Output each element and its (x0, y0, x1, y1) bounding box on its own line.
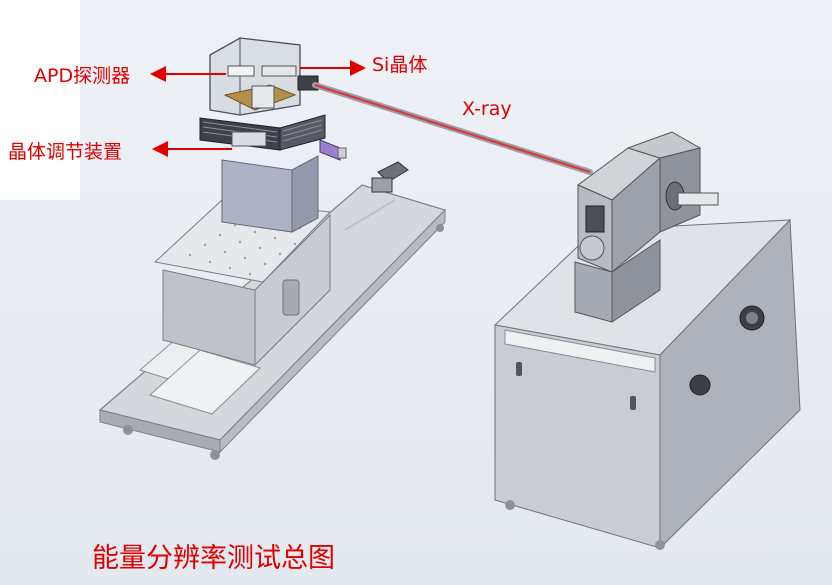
xray-beam (312, 82, 593, 175)
apd-detector-label: APD探测器 (34, 65, 131, 87)
detector-housing (209, 37, 319, 116)
figure-caption: 能量分辨率测试总图 (92, 543, 335, 574)
annotation-arrows (150, 60, 366, 157)
white-margin (0, 0, 80, 200)
xray-label: X-ray (462, 98, 512, 120)
rail-motor (344, 161, 409, 231)
support-column (221, 155, 319, 233)
crystal-adjuster-stage (199, 114, 347, 161)
crystal-adjuster-label: 晶体调节装置 (8, 141, 123, 163)
xray-source (574, 131, 719, 323)
si-crystal-label: Si晶体 (372, 54, 428, 76)
